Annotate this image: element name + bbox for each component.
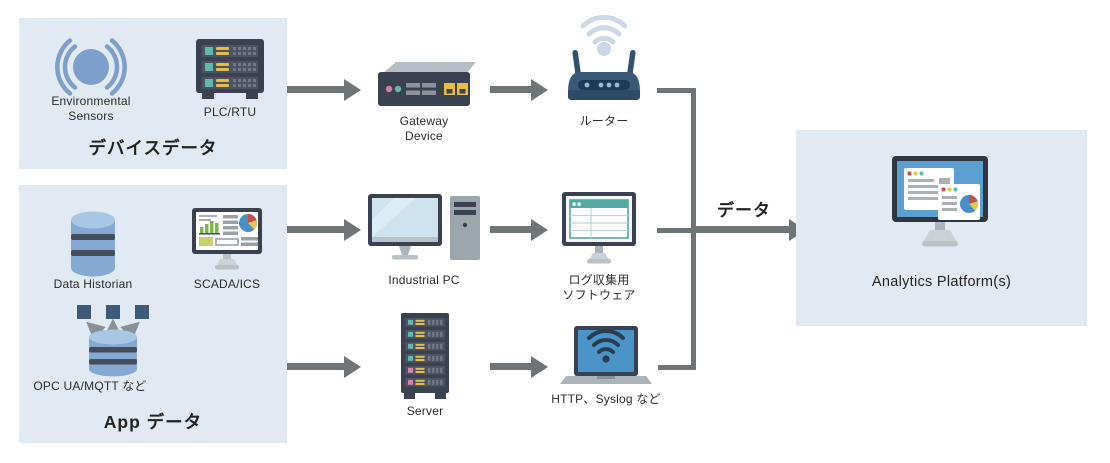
app-data-title: App データ [103,412,203,432]
data-historian-label: Data Historian [53,277,133,291]
data-arrow-label: データ [717,201,771,220]
server-label: Server [406,404,444,418]
scada-ics-icon [192,208,262,270]
environmental-sensors-icon [55,38,127,96]
arrow-server-to-http [490,355,548,378]
line-http-to-junction [658,365,694,370]
server-icon [401,313,449,399]
app-data-box: Data Historian S [19,185,287,443]
line-log-to-junction [657,228,694,233]
plc-rtu-label: PLC/RTU [203,105,257,119]
http-syslog-label: HTTP、Syslog など [551,392,661,406]
log-software-icon [562,192,636,264]
gateway-device-icon [378,62,476,106]
scada-ics-label: SCADA/ICS [193,277,261,291]
gateway-device-label: Gateway Device [399,114,449,143]
industrial-pc-icon [368,194,480,260]
router-label: ルーター [579,114,629,128]
opc-ua-mqtt-icon [77,305,149,377]
environmental-sensors-label: Environmental Sensors [51,94,131,123]
analytics-platform-box: Analytics Platform(s) [796,130,1087,326]
http-syslog-laptop-icon [560,326,652,384]
log-software-label: ログ収集用 ソフトウェア [562,273,636,302]
junction-vertical-line [691,88,696,370]
opc-ua-mqtt-label: OPC UA/MQTT など [33,379,147,393]
analytics-platform-label: Analytics Platform(s) [871,274,1012,290]
plc-rtu-icon [196,39,264,99]
arrow-devices-to-gateway [287,78,361,101]
arrow-gateway-to-router [490,78,548,101]
device-data-title: デバイスデータ [88,138,218,158]
arrow-apps-to-industrial-pc [287,218,361,241]
router-icon [568,14,640,100]
arrow-apps-to-server [287,355,361,378]
industrial-pc-label: Industrial PC [388,273,460,287]
device-data-box: Environmental Sensors [19,18,287,169]
arrow-pc-to-log-software [490,218,548,241]
analytics-platform-icon [892,156,988,247]
line-router-to-junction [657,88,694,93]
arrow-data-to-analytics [695,218,806,241]
data-historian-icon [71,211,115,277]
